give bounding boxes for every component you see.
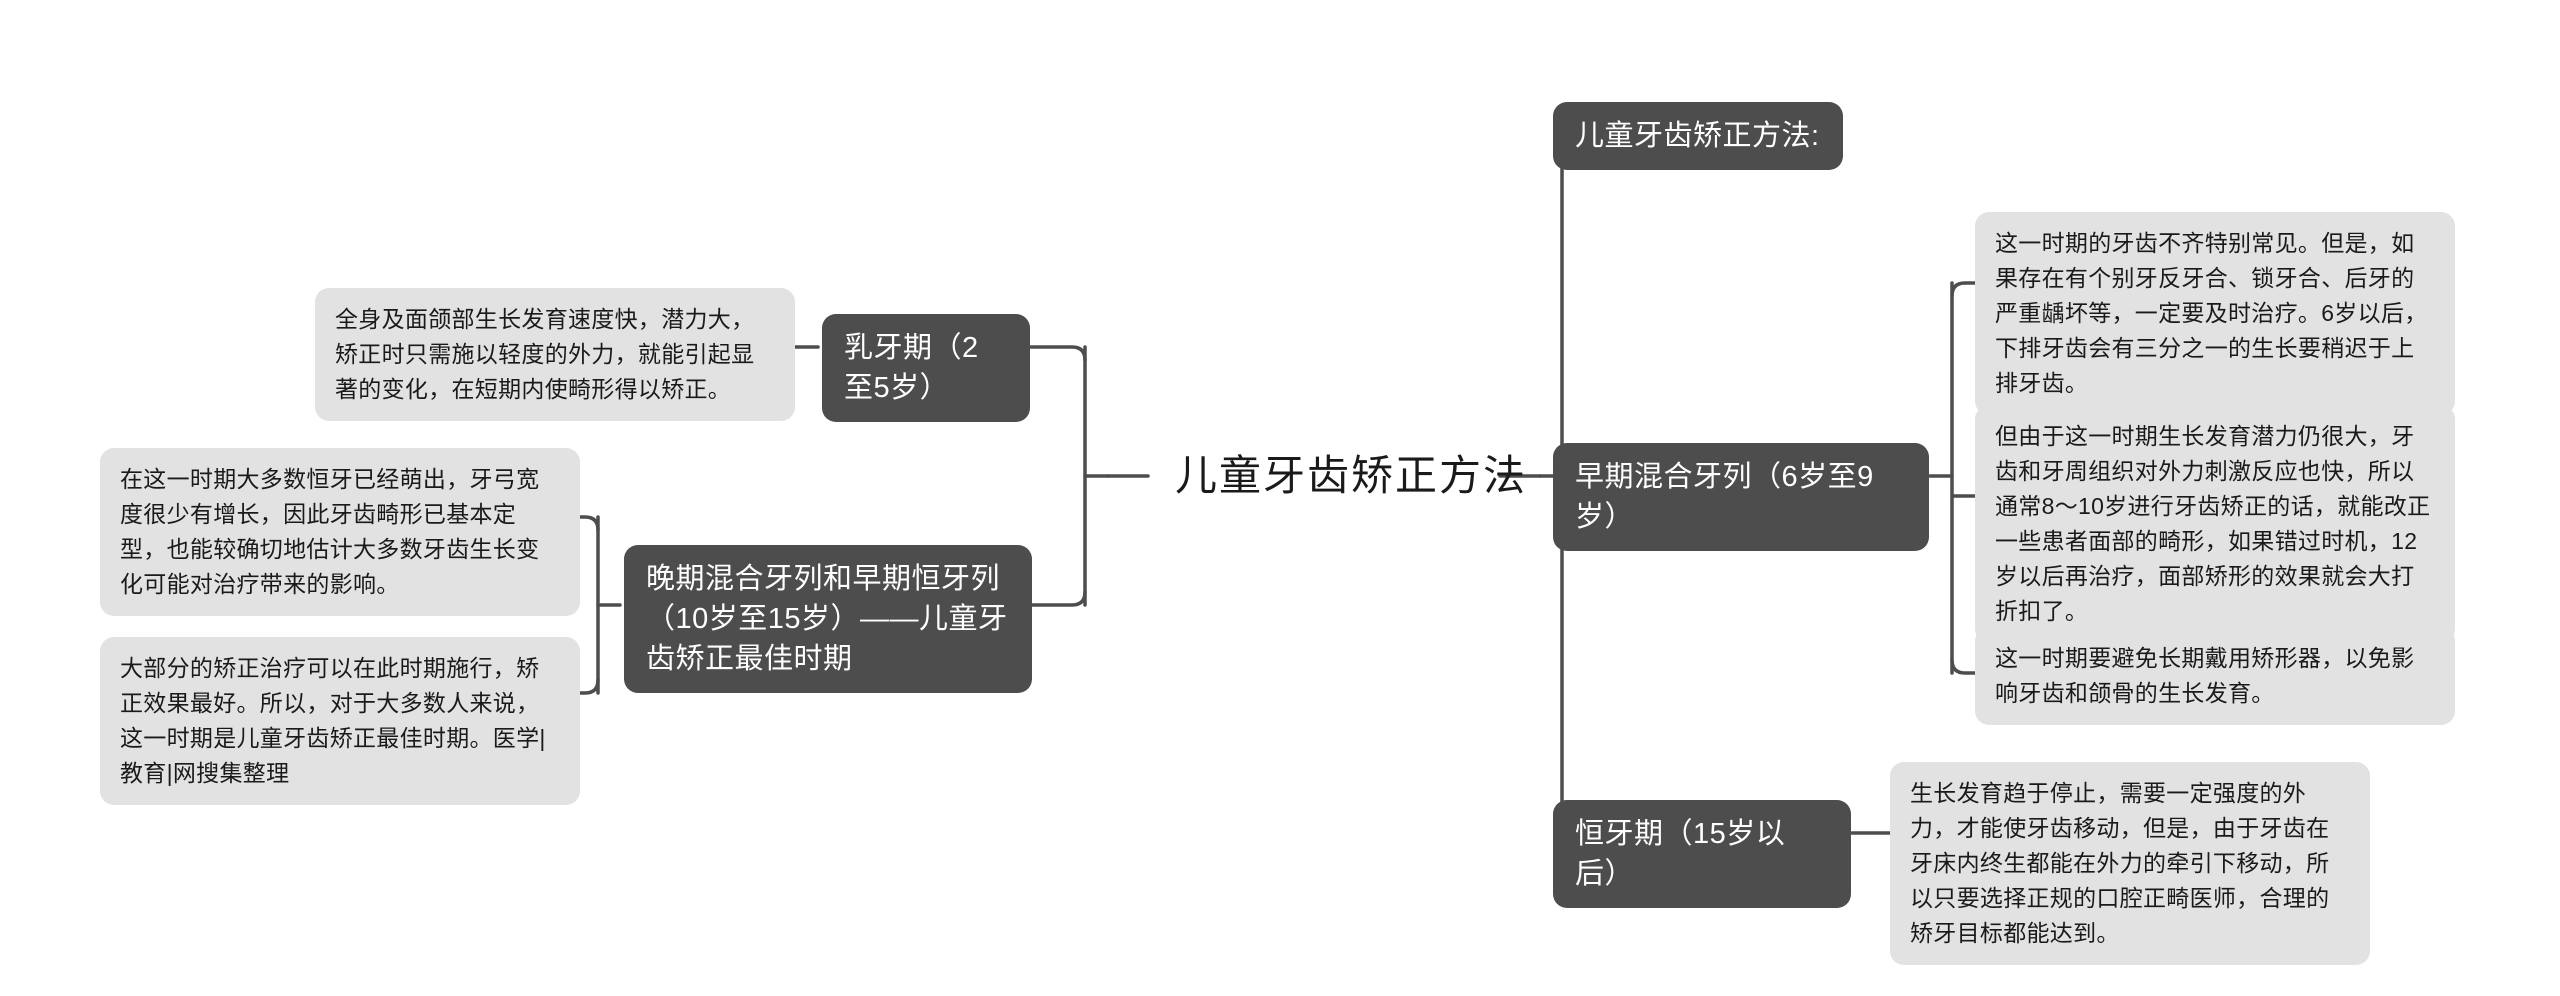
leaf-node-deciduous-1-text: 全身及面颌部生长发育速度快，潜力大，矫正时只需施以轻度的外力，就能引起显著的变化… [335,306,755,402]
leaf-node-early-mixed-1-text: 这一时期的牙齿不齐特别常见。但是，如果存在有个别牙反牙合、锁牙合、后牙的严重龋坏… [1995,230,2428,396]
branch-line-deciduous [1029,345,1087,362]
leaf-node-early-mixed-2-text: 但由于这一时期生长发育潜力仍很大，牙齿和牙周组织对外力刺激反应也快，所以通常8～… [1995,423,2431,624]
leaf-line-early-mixed-1 [1950,281,1977,298]
branch-node-deciduous[interactable]: 乳牙期（2至5岁） [822,314,1030,423]
leaf-node-early-mixed-3[interactable]: 这一时期要避免长期戴用矫形器，以免影响牙齿和颌骨的生长发育。 [1975,627,2455,725]
branch-line-late-mixed [1029,590,1087,607]
leaf-node-permanent-1[interactable]: 生长发育趋于停止，需要一定强度的外力，才能使牙齿移动，但是，由于牙齿在牙床内终生… [1890,762,2370,965]
branch-node-methods-label: 儿童牙齿矫正方法: [1575,120,1820,152]
leaf-node-late-mixed-2[interactable]: 大部分的矫正治疗可以在此时期施行，矫正效果最好。所以，对于大多数人来说，这一时期… [100,637,580,805]
leaf-node-early-mixed-3-text: 这一时期要避免长期戴用矫形器，以免影响牙齿和颌骨的生长发育。 [1995,645,2415,706]
leaf-node-late-mixed-1-text: 在这一时期大多数恒牙已经萌出，牙弓宽度很少有增长，因此牙齿畸形已基本定型，也能较… [120,466,540,597]
leaf-node-early-mixed-2[interactable]: 但由于这一时期生长发育潜力仍很大，牙齿和牙周组织对外力刺激反应也快，所以通常8～… [1975,405,2455,643]
leaf-node-late-mixed-1[interactable]: 在这一时期大多数恒牙已经萌出，牙弓宽度很少有增长，因此牙齿畸形已基本定型，也能较… [100,448,580,616]
branch-node-late-mixed[interactable]: 晚期混合牙列和早期恒牙列（10岁至15岁）——儿童牙齿矫正最佳时期 [624,545,1032,694]
leaf-line-late-mixed-2 [578,678,600,695]
branch-node-early-mixed[interactable]: 早期混合牙列（6岁至9岁） [1553,443,1929,552]
leaf-node-deciduous-1[interactable]: 全身及面颌部生长发育速度快，潜力大，矫正时只需施以轻度的外力，就能引起显著的变化… [315,288,795,421]
leaf-node-late-mixed-2-text: 大部分的矫正治疗可以在此时期施行，矫正效果最好。所以，对于大多数人来说，这一时期… [120,655,546,786]
leaf-node-permanent-1-text: 生长发育趋于停止，需要一定强度的外力，才能使牙齿移动，但是，由于牙齿在牙床内终生… [1910,780,2330,946]
leaf-node-early-mixed-1[interactable]: 这一时期的牙齿不齐特别常见。但是，如果存在有个别牙反牙合、锁牙合、后牙的严重龋坏… [1975,212,2455,415]
branch-node-deciduous-label: 乳牙期（2至5岁） [844,332,979,405]
branch-node-permanent[interactable]: 恒牙期（15岁以后） [1553,800,1851,909]
branch-node-permanent-label: 恒牙期（15岁以后） [1575,818,1786,891]
root-title: 儿童牙齿矫正方法 [1175,452,1528,499]
branch-node-late-mixed-label: 晚期混合牙列和早期恒牙列（10岁至15岁）——儿童牙齿矫正最佳时期 [646,563,1008,676]
leaf-line-late-mixed-1 [578,515,600,532]
branch-node-methods[interactable]: 儿童牙齿矫正方法: [1553,102,1843,171]
branch-node-early-mixed-label: 早期混合牙列（6岁至9岁） [1575,461,1874,534]
leaf-line-early-mixed-3 [1950,658,1977,675]
